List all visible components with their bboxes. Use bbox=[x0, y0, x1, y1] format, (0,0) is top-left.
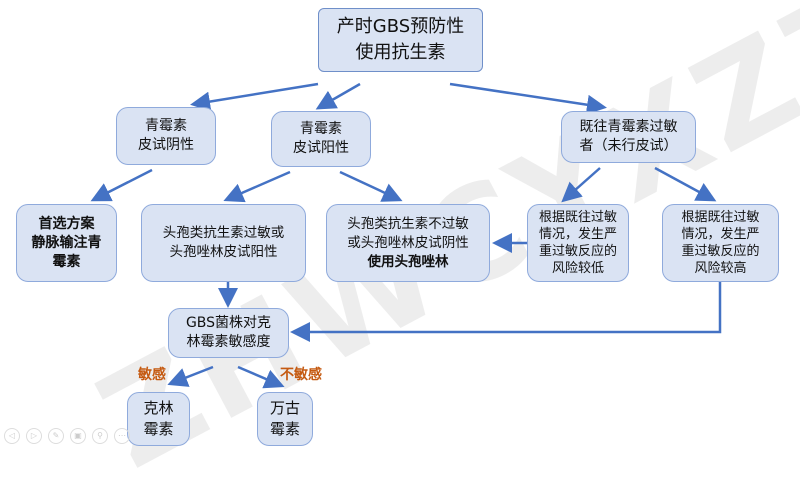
text: 使用抗生素 bbox=[355, 42, 446, 63]
node-allergy-history: 既往青霉素过敏者（未行皮试） bbox=[561, 111, 696, 163]
pen-icon[interactable]: ✎ bbox=[48, 428, 64, 444]
arrow-title-allergy bbox=[449, 82, 607, 115]
next-slide-icon[interactable]: ▷ bbox=[26, 428, 42, 444]
node-vancomycin: 万古霉素 bbox=[257, 392, 313, 446]
node-clindamycin: 克林霉素 bbox=[127, 392, 190, 446]
text: 皮试阳性 bbox=[293, 140, 349, 156]
text: GBS菌株对克 bbox=[185, 315, 272, 331]
text: 头孢唑林皮试阳性 bbox=[169, 244, 278, 260]
arrow-pos-cephallergy bbox=[223, 170, 291, 203]
text: 情况，发生严 bbox=[538, 227, 617, 242]
prev-slide-icon[interactable]: ◁ bbox=[4, 428, 20, 444]
text: 既往青霉素过敏 bbox=[579, 119, 678, 135]
text: 使用头孢唑林 bbox=[367, 253, 449, 270]
text: 或头孢唑林皮试阴性 bbox=[347, 234, 469, 251]
text: 皮试阴性 bbox=[138, 137, 194, 153]
label-sensitive: 敏感 bbox=[138, 367, 166, 383]
arrow-pos-cephok bbox=[339, 170, 403, 202]
text: 重过敏反应的 bbox=[681, 244, 760, 259]
text: 根据既往过敏 bbox=[538, 210, 617, 225]
text: 首选方案 bbox=[38, 215, 95, 232]
arrow-title-pos bbox=[315, 82, 361, 110]
arrow-gbs-clinda bbox=[167, 365, 214, 387]
node-skin-test-positive: 青霉素皮试阳性 bbox=[271, 111, 371, 167]
text: 头孢类抗生素不过敏 bbox=[347, 215, 469, 232]
text: 者（未行皮试） bbox=[579, 138, 678, 154]
text: 重过敏反应的 bbox=[538, 244, 617, 259]
text: 青霉素 bbox=[145, 118, 187, 134]
text: 风险较高 bbox=[694, 261, 747, 276]
node-skin-test-negative: 青霉素皮试阴性 bbox=[116, 107, 216, 165]
arrow-high-gbs bbox=[290, 282, 722, 342]
connectors bbox=[90, 82, 722, 389]
text: 产时GBS预防性 bbox=[336, 16, 465, 37]
text: 静脉输注青 bbox=[31, 234, 102, 251]
text: 霉素 bbox=[143, 420, 174, 438]
text: 万古 bbox=[269, 399, 300, 417]
arrow-allergy-high bbox=[654, 166, 717, 202]
text: 克林 bbox=[143, 399, 174, 417]
text: 林霉素敏感度 bbox=[186, 334, 271, 350]
text: 青霉素 bbox=[300, 121, 342, 137]
arrow-title-neg bbox=[190, 82, 319, 112]
node-gbs-sensitivity: GBS菌株对克林霉素敏感度 bbox=[168, 308, 289, 358]
text: 霉素 bbox=[52, 253, 81, 270]
text: 头孢类抗生素过敏或 bbox=[162, 225, 285, 241]
zoom-icon[interactable]: ⚲ bbox=[92, 428, 108, 444]
node-ceph-ok: 头孢类抗生素不过敏或头孢唑林皮试阴性使用头孢唑林 bbox=[326, 204, 490, 282]
text: 风险较低 bbox=[551, 261, 604, 276]
node-risk-high: 根据既往过敏情况，发生严重过敏反应的风险较高 bbox=[662, 204, 779, 282]
node-ceph-allergy: 头孢类抗生素过敏或头孢唑林皮试阳性 bbox=[141, 204, 306, 282]
arrow-allergy-low bbox=[561, 167, 601, 203]
node-first-choice: 首选方案静脉输注青霉素 bbox=[16, 204, 117, 282]
node-title: 产时GBS预防性使用抗生素 bbox=[318, 8, 483, 72]
label-insensitive: 不敏感 bbox=[280, 367, 322, 383]
more-icon[interactable]: ⋯ bbox=[114, 428, 130, 444]
text: 霉素 bbox=[269, 420, 300, 438]
text: 根据既往过敏 bbox=[681, 210, 760, 225]
node-risk-low: 根据既往过敏情况，发生严重过敏反应的风险较低 bbox=[527, 204, 629, 282]
text: 情况，发生严 bbox=[681, 227, 760, 242]
arrow-gbs-vanco bbox=[237, 365, 285, 389]
slides-icon[interactable]: ▣ bbox=[70, 428, 86, 444]
arrow-neg-first bbox=[90, 168, 153, 202]
